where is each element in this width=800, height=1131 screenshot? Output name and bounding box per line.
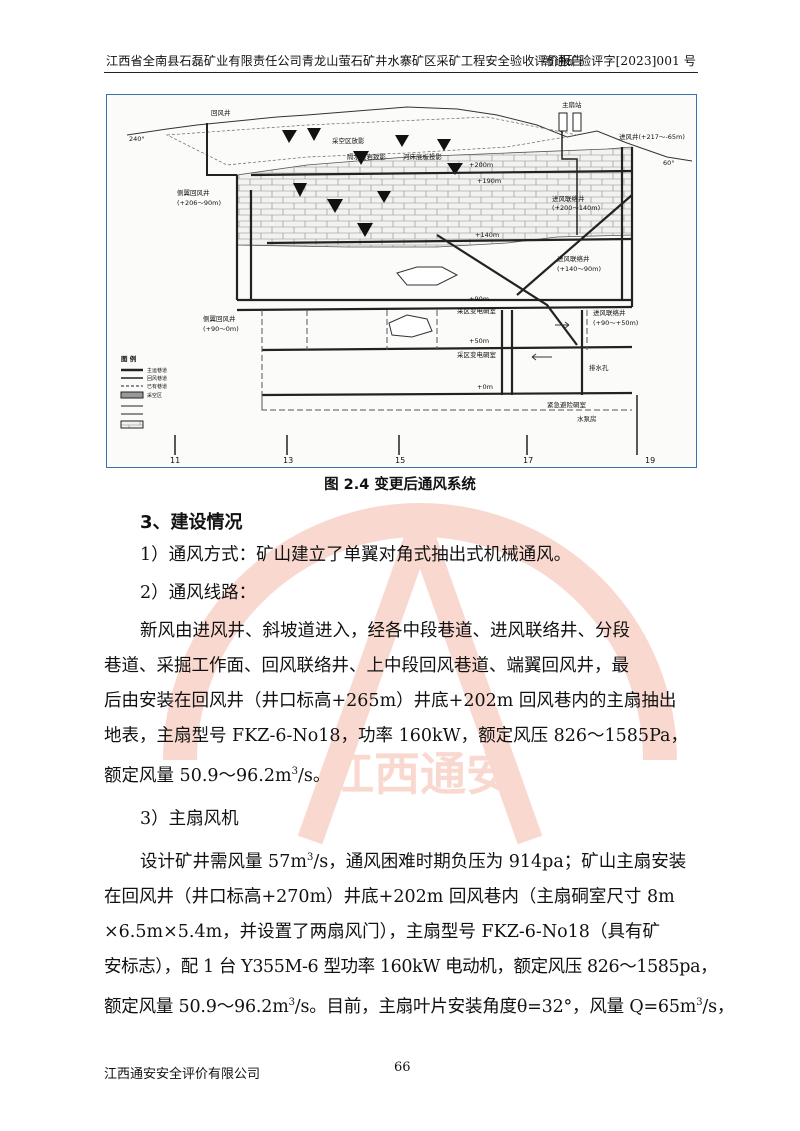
- label-angle-left: 240°: [129, 135, 145, 143]
- label-level-140: +140m: [475, 231, 499, 239]
- text-line: 额定风量 50.9～96.2m3/s。目前，主扇叶片安装角度θ=32°，风量 Q…: [104, 996, 735, 1017]
- label-level-90: +90m: [469, 295, 489, 303]
- paragraph-vent-route: 新风由进风井、斜坡道进入，经各中段巷道、进风联络井、分段 巷道、采掘工作面、回风…: [104, 614, 696, 794]
- page-number: 66: [394, 1060, 411, 1075]
- label-substation-1: 采区变电硐室: [457, 306, 497, 315]
- header-rule: [104, 72, 698, 73]
- label-return-shaft: 回风井: [211, 108, 231, 117]
- label-pump-house: 水泵房: [577, 414, 597, 423]
- label-intake-raise-3-range: (+90～+50m): [593, 319, 638, 327]
- text-line: 新风由进风井、斜坡道进入，经各中段巷道、进风联络井、分段: [140, 621, 630, 641]
- text-line: 后由安装在回风井（井口标高+265m）井底+202m 回风巷内的主扇抽出: [104, 691, 677, 711]
- header-doc-code: 赣通矿验评字[2023]001 号: [542, 54, 696, 68]
- text-line: 额定风量 50.9～96.2m3/s。: [104, 765, 331, 786]
- text-line: 地表，主扇型号 FKZ-6-No18，功率 160kW，额定风压 826～158…: [104, 726, 688, 746]
- label-side-return-2: 侧翼回风井: [203, 314, 236, 323]
- label-level-200: +200m: [469, 161, 493, 169]
- label-intake-raise-3: 进风联络井: [593, 308, 626, 317]
- label-intake-raise-1-range: (+200～140m): [552, 204, 600, 212]
- label-emergency-chamber: 紧急避险硐室: [547, 400, 587, 409]
- legend-item: 已有巷道: [147, 383, 167, 390]
- label-main-fan: 主扇站: [562, 100, 582, 109]
- label-side-return-2-range: (+90～0m): [203, 325, 239, 333]
- text-line: 巷道、采掘工作面、回风联络井、上中段回风巷道、端翼回风井，最: [104, 656, 629, 676]
- section-title: 3、建设情况: [140, 512, 243, 533]
- axis-label-11: 11: [170, 456, 180, 465]
- text-line: 安标志），配 1 台 Y355M-6 型功率 160kW 电动机，额定风压 82…: [104, 956, 718, 977]
- axis-label-17: 17: [523, 456, 533, 465]
- label-level-50: +50m: [469, 337, 489, 345]
- axis-label-15: 15: [395, 456, 405, 465]
- figure-caption: 图 2.4 变更后通风系统: [324, 477, 476, 493]
- label-drain-hole: 排水孔: [589, 363, 609, 372]
- legend-item: 采空区: [147, 392, 162, 399]
- legend-item: 回风巷道: [147, 375, 167, 382]
- axis-label-13: 13: [283, 456, 293, 465]
- label-angle-right: 60°: [663, 159, 675, 167]
- item-main-fan-title: 3）主扇风机: [140, 809, 239, 829]
- label-intake-raise-2-range: (+140～90m): [557, 265, 601, 273]
- page-header: 江西省全南县石磊矿业有限责任公司青龙山萤石矿井水寨矿区采矿工程安全验收评价报告 …: [106, 51, 696, 69]
- label-intake-raise-1: 进风联络井: [552, 194, 585, 203]
- ventilation-diagram: 回风井 主扇站 进风井(+217～-65m) 240° 60° 采空区放影 隔水…: [106, 94, 697, 468]
- item-vent-mode: 1）通风方式：矿山建立了单翼对角式抽出式机械通风。: [140, 545, 572, 565]
- paragraph-main-fan: 设计矿井需风量 57m3/s，通风困难时期负压为 914pa；矿山主扇安装 在回…: [104, 840, 735, 1025]
- label-side-return: 侧翼回风井: [177, 188, 210, 197]
- legend-item: 主运巷道: [147, 367, 167, 374]
- label-level-0: +0m: [477, 383, 493, 391]
- label-riverbed: 河床底板投影: [403, 152, 443, 161]
- label-substation-2: 采区变电硐室: [457, 350, 497, 359]
- label-intake-raise-2: 进风联络井: [557, 254, 590, 263]
- item-vent-route-title: 2）通风线路：: [140, 583, 257, 603]
- label-side-return-range: (+206～90m): [177, 199, 221, 207]
- label-level-190: +190m: [477, 177, 501, 185]
- axis-label-19: 19: [645, 456, 655, 465]
- label-aquifer: 隔水层岩致影: [347, 152, 387, 161]
- label-mined-area: 采空区放影: [332, 136, 365, 145]
- text-line: 在回风井（井口标高+270m）井底+202m 回风巷内（主扇硐室尺寸 8m: [104, 886, 675, 907]
- legend-title: 图 例: [121, 354, 137, 363]
- text-line: 设计矿井需风量 57m3/s，通风困难时期负压为 914pa；矿山主扇安装: [140, 851, 687, 872]
- header-title: 江西省全南县石磊矿业有限责任公司青龙山萤石矿井水寨矿区采矿工程安全验收评价报告: [106, 54, 584, 68]
- footer-company: 江西通安安全评价有限公司: [104, 1067, 261, 1082]
- label-intake-shaft: 进风井(+217～-65m): [619, 132, 685, 141]
- text-line: ×6.5m×5.4m，并设置了两扇风门），主扇型号 FKZ-6-No18（具有矿: [104, 921, 660, 942]
